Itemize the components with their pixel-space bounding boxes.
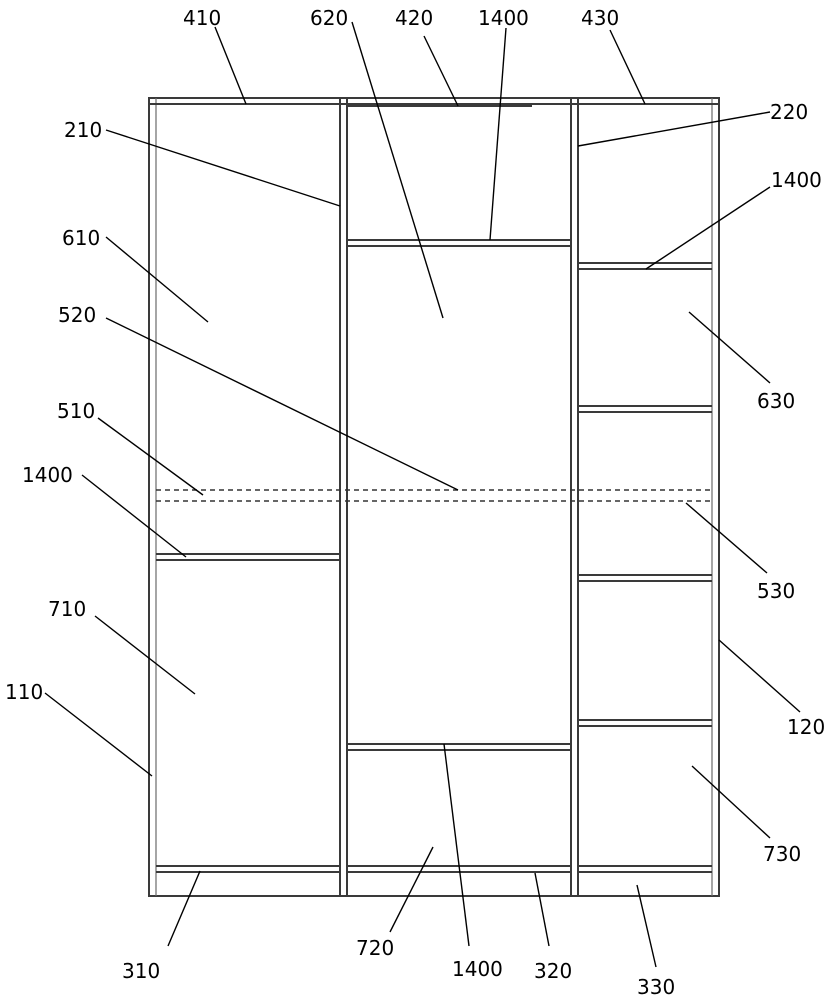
leader-320 — [534, 872, 550, 947]
leader-710 — [94, 615, 196, 695]
leader-110 — [44, 692, 153, 777]
shelves — [156, 239, 712, 751]
label-510: 510 — [57, 399, 95, 423]
leader-330 — [636, 884, 657, 968]
left-partition — [339, 98, 348, 896]
label-330: 330 — [637, 975, 675, 999]
label-1400-right: 1400 — [771, 168, 822, 192]
leader-310 — [167, 870, 201, 947]
label-1400-top: 1400 — [478, 6, 529, 30]
leader-610 — [105, 236, 209, 323]
label-310: 310 — [122, 959, 160, 983]
leader-520 — [105, 317, 459, 491]
dashed-rails — [156, 489, 712, 502]
label-420: 420 — [395, 6, 433, 30]
right-partition — [570, 98, 579, 896]
label-530: 530 — [757, 579, 795, 603]
leader-1400-right — [645, 186, 771, 270]
top-panels — [149, 103, 719, 107]
label-1400-bottom: 1400 — [452, 957, 503, 981]
label-210: 210 — [64, 118, 102, 142]
leader-720 — [389, 846, 434, 933]
leader-620 — [351, 21, 444, 319]
label-430: 430 — [581, 6, 619, 30]
leader-210 — [105, 129, 341, 207]
label-110: 110 — [5, 680, 43, 704]
label-630: 630 — [757, 389, 795, 413]
leader-730 — [691, 765, 771, 839]
leader-510 — [97, 417, 204, 496]
label-520: 520 — [58, 303, 96, 327]
leader-120 — [718, 639, 801, 713]
label-320: 320 — [534, 959, 572, 983]
outer-frame — [148, 97, 720, 897]
label-730: 730 — [763, 842, 801, 866]
leader-220 — [577, 111, 771, 147]
leader-420 — [423, 35, 459, 107]
label-410: 410 — [183, 6, 221, 30]
label-220: 220 — [770, 100, 808, 124]
label-720: 720 — [356, 936, 394, 960]
leader-630 — [688, 311, 771, 384]
reference-labels: 410 620 420 1400 430 220 210 1400 610 52… — [5, 6, 825, 999]
label-120: 120 — [787, 715, 825, 739]
label-620: 620 — [310, 6, 348, 30]
leader-410 — [214, 26, 247, 105]
label-710: 710 — [48, 597, 86, 621]
label-610: 610 — [62, 226, 100, 250]
leader-1400-bottom — [443, 743, 470, 947]
leader-1400-left — [81, 474, 187, 558]
leader-530 — [685, 502, 768, 574]
leader-430 — [609, 29, 646, 105]
label-1400-left: 1400 — [22, 463, 73, 487]
leader-1400-top — [489, 27, 507, 241]
bottom-panels — [156, 865, 712, 873]
leader-lines — [44, 21, 801, 968]
